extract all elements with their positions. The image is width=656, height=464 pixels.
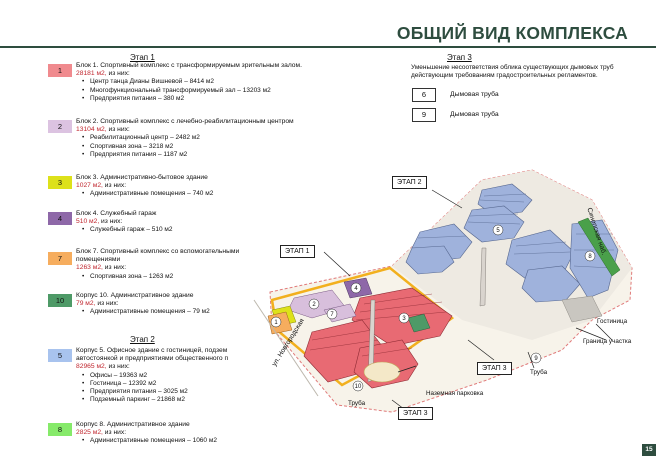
block-area: 79 м2, xyxy=(76,300,96,308)
list-item: Многофункциональный трансформируемый зал… xyxy=(82,87,306,95)
building-markers: 1 2 3 4 5 7 8 9 10 xyxy=(270,224,596,392)
pipe-label: Дымовая труба xyxy=(450,91,499,98)
list-item: Предприятия питания – 1187 м2 xyxy=(82,151,306,159)
marker-label: 1 xyxy=(274,320,278,326)
marker-label: 7 xyxy=(330,312,334,318)
block-title-cont: помещениями xyxy=(76,256,121,264)
marker-2 xyxy=(308,298,320,310)
marker-3 xyxy=(398,312,410,324)
block-title: Блок 1. Спортивный комплекс с трансформи… xyxy=(76,62,302,69)
list-item: Спортивная зона – 3218 м2 xyxy=(82,143,306,151)
list-item: Административные помещения – 79 м2 xyxy=(82,308,306,316)
marker-9 xyxy=(530,352,542,364)
block-area: 1263 м2, xyxy=(76,264,103,272)
chimney-left xyxy=(367,299,376,383)
pipe-label-right: Труба xyxy=(530,369,548,376)
block-text: Блок 3. Административно-бытовое здание 1… xyxy=(76,174,306,199)
stage3-heading: Этап 3 xyxy=(447,53,472,62)
list-item: Предприятия питания – 3025 м2 xyxy=(82,388,280,396)
block-title: Блок 3. Административно-бытовое здание xyxy=(76,174,208,181)
marker-label: 3 xyxy=(402,316,406,322)
stage1-tag: ЭТАП 1 xyxy=(280,245,315,258)
block-text: Блок 7. Спортивный комплекс со вспомогат… xyxy=(76,248,280,281)
pipe-label: Дымовая труба xyxy=(450,111,499,118)
parking-area xyxy=(363,361,401,383)
marker-label: 4 xyxy=(354,286,358,292)
page-number: 15 xyxy=(642,444,656,456)
pipe-number-badge: 6 xyxy=(412,88,436,102)
list-item: Подземный паркинг – 21868 м2 xyxy=(82,396,280,404)
block-number-badge: 5 xyxy=(48,349,72,362)
hotel-building xyxy=(561,295,603,323)
marker-label: 8 xyxy=(588,254,592,260)
page-title: ОБЩИЙ ВИД КОМПЛЕКСА xyxy=(396,23,628,43)
block-number-badge: 7 xyxy=(48,252,72,265)
marker-1 xyxy=(270,316,282,328)
stage1-heading: Этап 1 xyxy=(130,53,155,62)
building-floor-lines xyxy=(417,193,614,269)
list-item: Административные помещения – 740 м2 xyxy=(82,190,306,198)
block-text: Блок 1. Спортивный комплекс с трансформи… xyxy=(76,62,306,103)
pipe-number-badge: 9 xyxy=(412,108,436,122)
block-number-badge: 2 xyxy=(48,120,72,133)
block-area: 82965 м2, xyxy=(76,363,107,371)
block-area: 13104 м2, xyxy=(76,126,107,134)
stage2-heading: Этап 2 xyxy=(130,335,155,344)
marker-10 xyxy=(352,380,364,392)
marker-4 xyxy=(350,282,362,294)
block-number-badge: 8 xyxy=(48,423,72,436)
block-area: 28181 м2, xyxy=(76,70,107,78)
block-number-badge: 1 xyxy=(48,64,72,77)
block-area: 510 м2, xyxy=(76,218,100,226)
chimney-right xyxy=(479,247,487,307)
list-item: Реабилитационный центр – 2482 м2 xyxy=(82,134,306,142)
block-text: Блок 2. Спортивный комплекс с лечебно-ре… xyxy=(76,118,306,159)
marker-8 xyxy=(584,250,596,262)
stage3-description: Уменьшение несоответствия облика существ… xyxy=(411,64,614,80)
block-title: Корпус 8. Административное здание xyxy=(76,421,190,428)
block-text: Корпус 8. Административное здание 2825 м… xyxy=(76,421,306,446)
block-10-building xyxy=(407,313,431,333)
block-8-building xyxy=(577,217,621,277)
stage3-tag-bottom: ЭТАП 3 xyxy=(398,407,433,420)
marker-label: 10 xyxy=(355,384,362,390)
leader-lines xyxy=(323,189,613,413)
list-item: Гостиница – 12392 м2 xyxy=(82,380,280,388)
block-title: Блок 7. Спортивный комплекс со вспомогат… xyxy=(76,248,240,255)
street-line xyxy=(253,299,319,397)
block-number-badge: 4 xyxy=(48,212,72,225)
block-text: Блок 4. Служебный гараж 510 м2, из них: … xyxy=(76,210,306,235)
list-item: Служебный гараж – 510 м2 xyxy=(82,226,306,234)
marker-label: 5 xyxy=(496,228,500,234)
block-text: Корпус 5. Офисное здание с гостиницей, п… xyxy=(76,347,280,404)
hotel-label: Гостиница xyxy=(597,318,628,325)
list-item: Спортивная зона – 1263 м2 xyxy=(82,273,280,281)
marker-label: 9 xyxy=(534,356,538,362)
block-title: Корпус 5. Офисное здание с гостиницей, п… xyxy=(76,347,228,354)
block-number-badge: 10 xyxy=(48,294,72,307)
list-item: Предприятия питания – 380 м2 xyxy=(82,95,306,103)
list-item: Административные помещения – 1060 м2 xyxy=(82,437,306,445)
boundary-label: Граница участка xyxy=(583,338,632,345)
block-title: Блок 2. Спортивный комплекс с лечебно-ре… xyxy=(76,118,294,125)
block-area: 1027 м2, xyxy=(76,182,103,190)
marker-7 xyxy=(326,308,338,320)
block-title: Корпус 10. Административное здание xyxy=(76,292,194,299)
list-item: Центр танца Дианы Вишневой – 8414 м2 xyxy=(82,78,306,86)
parking-label: Наземная парковка xyxy=(426,390,484,397)
block-title-cont: автостоянкой и предприятиями общественно… xyxy=(76,355,229,363)
block-title: Блок 4. Служебный гараж xyxy=(76,210,157,217)
marker-5 xyxy=(492,224,504,236)
pipe-label-left: Труба xyxy=(348,400,366,407)
stage3-tag-right: ЭТАП 3 xyxy=(477,362,512,375)
block-area: 2825 м2, xyxy=(76,429,103,437)
stage2-tag: ЭТАП 2 xyxy=(392,176,427,189)
list-item: Офисы – 19363 м2 xyxy=(82,372,280,380)
block-number-badge: 3 xyxy=(48,176,72,189)
site-plan-illustration: 1 2 3 4 5 7 8 9 10 xyxy=(253,169,633,413)
marker-label: 2 xyxy=(312,302,316,308)
title-rule xyxy=(0,46,656,48)
block-text: Корпус 10. Административное здание 79 м2… xyxy=(76,292,306,317)
